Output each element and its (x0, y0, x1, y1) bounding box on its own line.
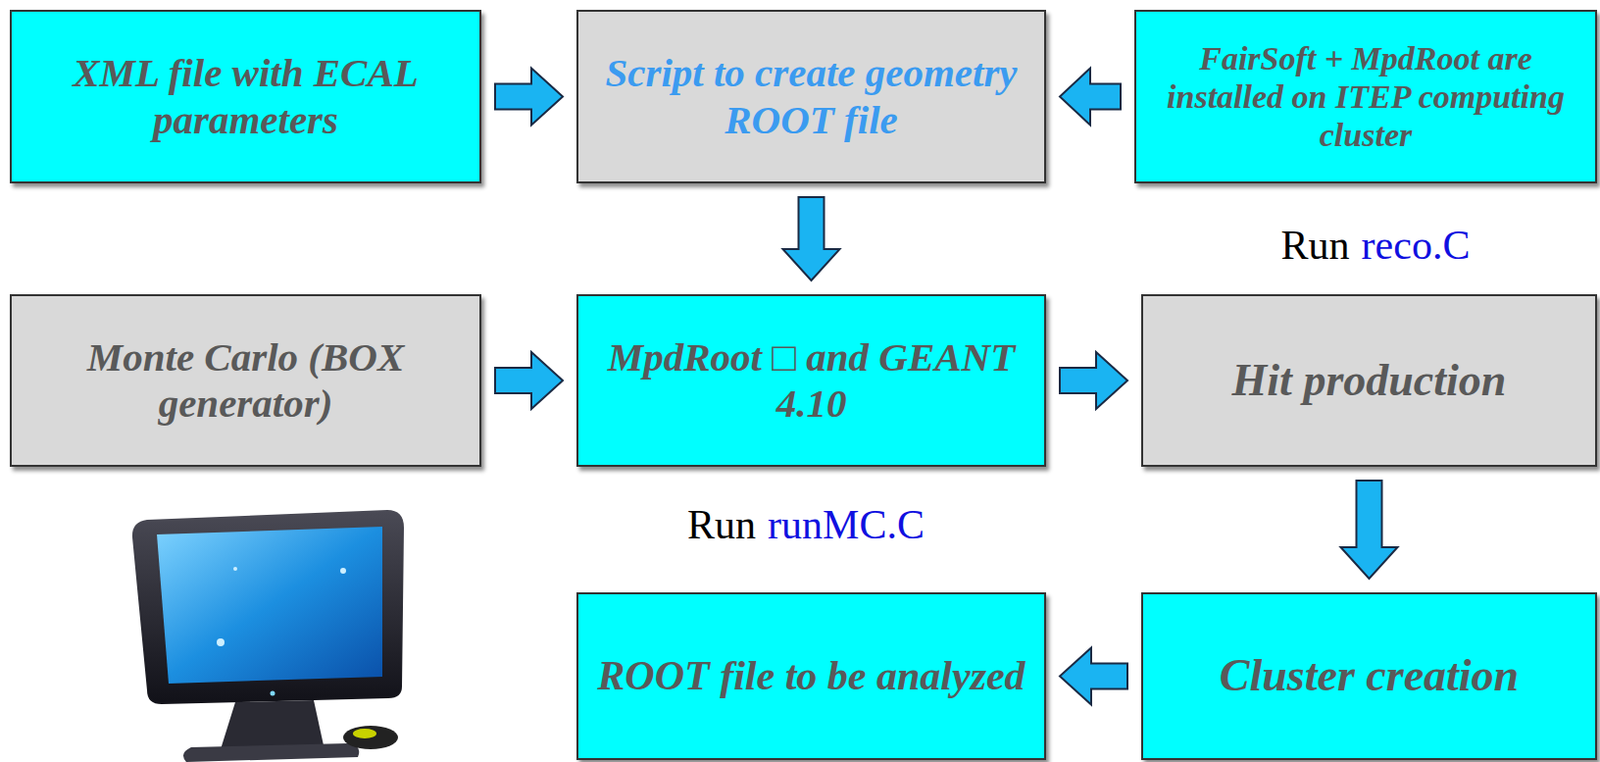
box-text: Monte Carlo (BOX generator) (11, 334, 480, 427)
process-box: Hit production (1141, 294, 1598, 467)
process-box: FairSoft + MpdRoot are installed on ITEP… (1134, 9, 1598, 184)
box-text: MpdRoot □ and GEANT 4.10 (578, 334, 1045, 427)
process-box: XML file with ECAL parameters (9, 9, 482, 184)
process-box: MpdRoot □ and GEANT 4.10 (576, 294, 1047, 467)
box-text: ROOT file to be analyzed (583, 651, 1039, 700)
box-text: XML file with ECAL parameters (11, 50, 480, 143)
process-box: Cluster creation (1141, 592, 1598, 760)
block-arrow (1059, 68, 1121, 126)
block-arrow (495, 68, 563, 126)
box-text: Script to create geometry ROOT file (578, 50, 1045, 143)
block-arrow (1059, 351, 1128, 409)
process-box: Monte Carlo (BOX generator) (9, 294, 482, 467)
block-arrow (783, 197, 841, 281)
block-arrow (1341, 480, 1399, 579)
script-label: Run (1281, 221, 1350, 269)
box-text: Cluster creation (1205, 650, 1533, 702)
run-label: RunrunMC.C (687, 500, 925, 549)
script-label: runMC.C (767, 500, 925, 549)
script-label: reco.C (1361, 221, 1471, 269)
block-arrow (1059, 648, 1128, 705)
process-box: ROOT file to be analyzed (576, 592, 1047, 760)
box-text: Hit production (1218, 354, 1521, 407)
block-arrow (495, 351, 563, 409)
run-label: Runreco.C (1281, 221, 1471, 269)
script-label: Run (687, 500, 756, 549)
process-box: Script to create geometry ROOT file (576, 9, 1047, 184)
box-text: FairSoft + MpdRoot are installed on ITEP… (1136, 39, 1596, 154)
